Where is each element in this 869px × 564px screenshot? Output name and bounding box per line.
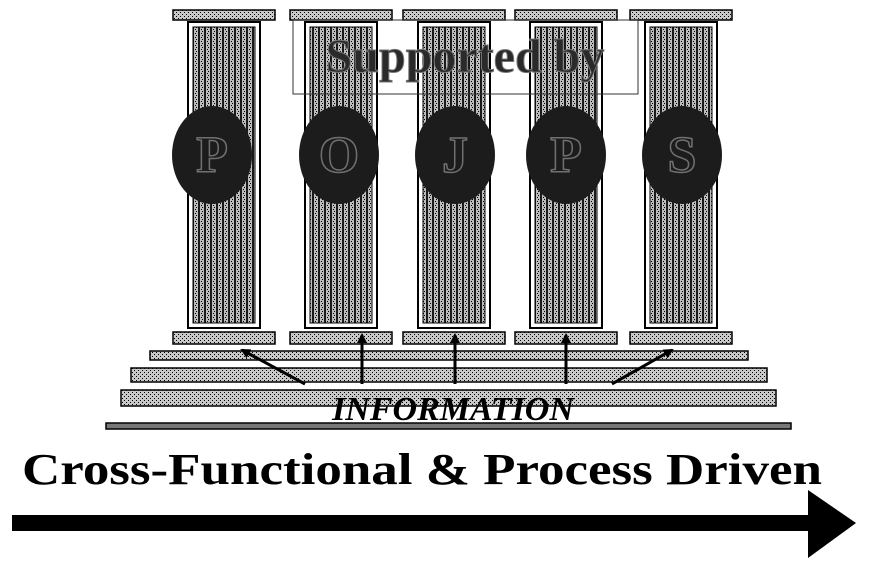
pillar-3-letter: J: [442, 127, 468, 184]
pillar-5-base: [630, 332, 732, 344]
pillar-1-letter: P: [196, 127, 228, 184]
pillar-4-capital: [515, 10, 617, 20]
pillar-2-capital: [290, 10, 392, 20]
information-label: INFORMATION: [331, 391, 575, 428]
pillar-1-capital: [173, 10, 275, 20]
pillar-1: P: [172, 10, 275, 344]
pillar-5-letter: S: [668, 127, 697, 184]
pillar-4-letter: P: [550, 127, 582, 184]
pillar-2-letter: O: [319, 127, 359, 184]
arrow-right-icon: [12, 490, 856, 558]
step-2: [131, 368, 767, 382]
pillar-3-capital: [403, 10, 505, 20]
pillar-1-base: [173, 332, 275, 344]
banner-label: Cross-Functional & Process Driven: [22, 445, 822, 494]
pillar-5: S: [630, 10, 732, 344]
supported-by-label: Supported by: [326, 30, 605, 83]
pillar-2-base: [290, 332, 392, 344]
pillar-5-capital: [630, 10, 732, 20]
supported-by-box: Supported by: [293, 20, 638, 94]
